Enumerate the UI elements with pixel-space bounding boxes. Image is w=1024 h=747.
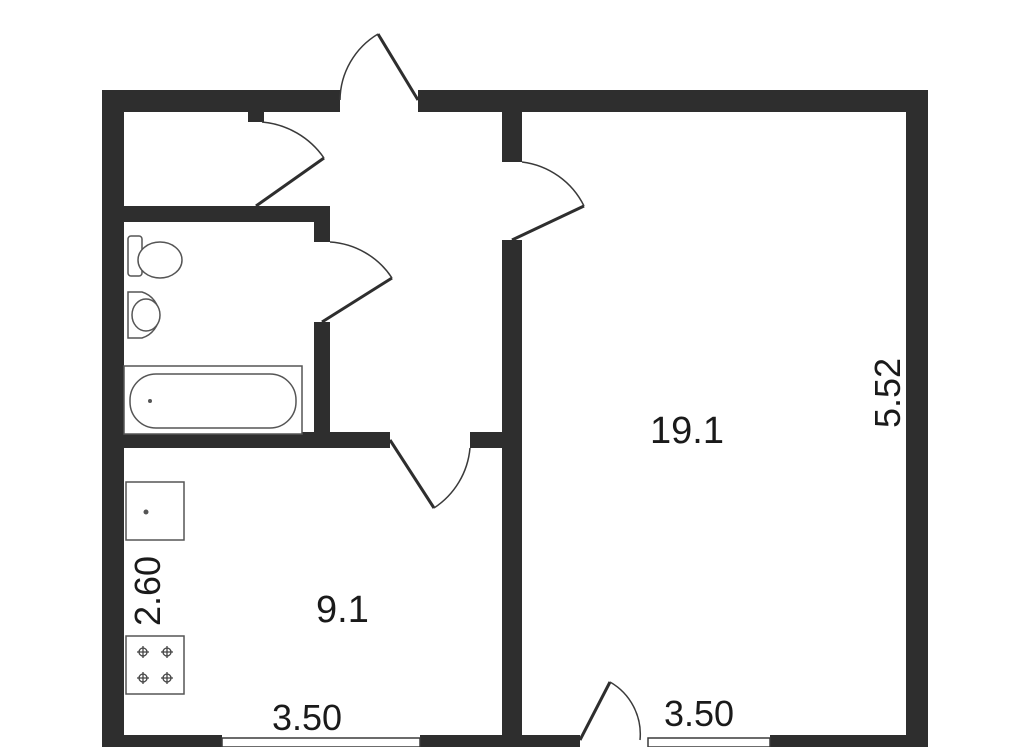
toilet-icon bbox=[127, 235, 183, 279]
closet-door bbox=[255, 121, 325, 208]
kitchen-width-dimension: 3.50 bbox=[272, 697, 342, 738]
stove-icon bbox=[125, 635, 185, 695]
doors bbox=[255, 33, 642, 741]
living-room-area-label: 19.1 bbox=[650, 410, 724, 452]
kitchen-sink-icon bbox=[125, 481, 185, 541]
balcony-door bbox=[578, 681, 642, 741]
entrance-door bbox=[339, 33, 420, 101]
interior-walls bbox=[124, 112, 522, 747]
bathroom-door bbox=[321, 241, 393, 324]
outer-walls bbox=[102, 90, 928, 747]
kitchen-area-label: 9.1 bbox=[316, 589, 369, 631]
kitchen-door bbox=[388, 439, 471, 509]
living-room-width-dimension: 3.50 bbox=[664, 693, 734, 734]
living-room-door bbox=[511, 161, 585, 242]
windows bbox=[221, 737, 771, 747]
sink-icon bbox=[127, 291, 161, 339]
bathtub-icon bbox=[123, 365, 303, 435]
kitchen-height-dimension: 2.60 bbox=[127, 556, 168, 626]
living-room-height-dimension: 5.52 bbox=[867, 358, 908, 428]
